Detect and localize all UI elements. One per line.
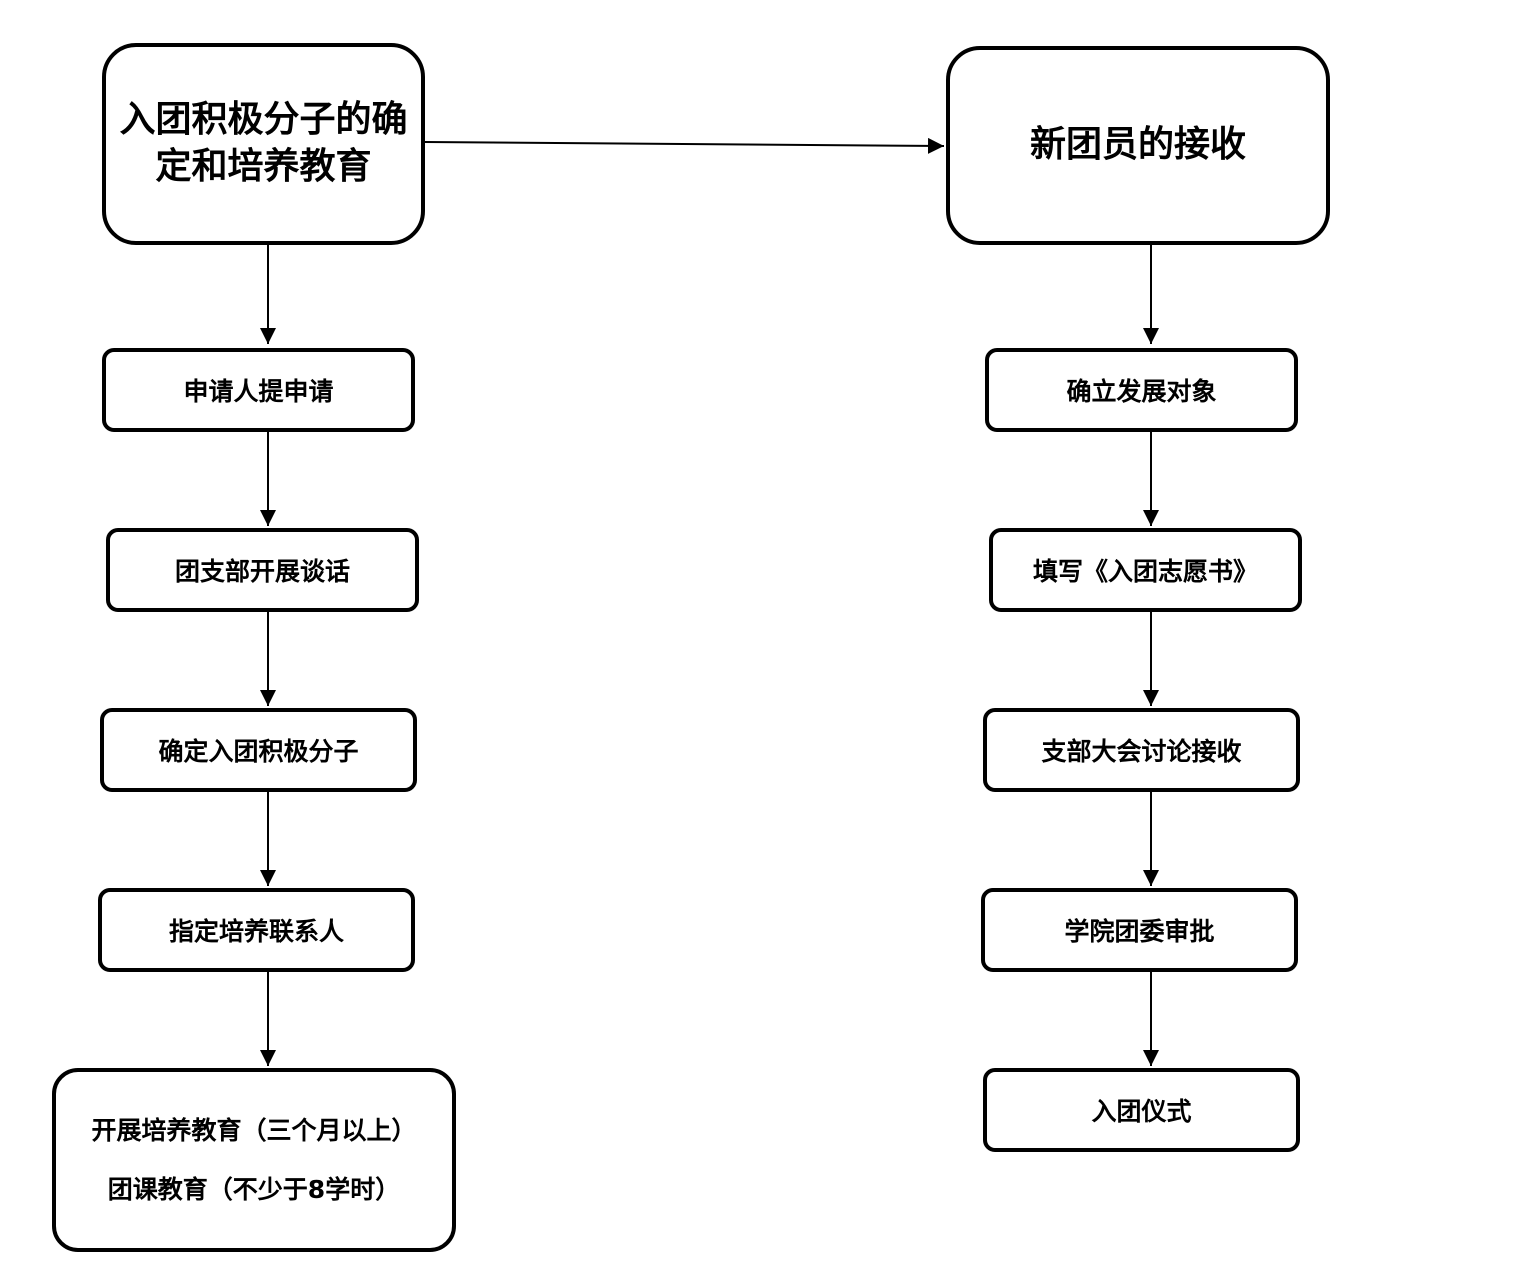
step-label-league-course: 团课教育（不少于8学时）: [107, 1175, 401, 1204]
step-label-training-period: 开展培养教育（三个月以上）: [91, 1116, 417, 1145]
step-label-submit-application: 申请人提申请: [183, 377, 334, 406]
stage-title-activist-training: 入团积极分子的确定和培养教育: [119, 99, 408, 187]
step-label-committee-approval: 学院团委审批: [1064, 917, 1215, 946]
step-label-branch-interview: 团支部开展谈话: [174, 557, 350, 586]
step-label-admission-ceremony: 入团仪式: [1091, 1097, 1192, 1126]
step-box-branch-meeting: 支部大会讨论接收: [983, 708, 1300, 792]
stage-title-new-member-admission: 新团员的接收: [1029, 124, 1246, 166]
step-label-application-form: 填写《入团志愿书》: [1032, 557, 1258, 586]
step-box-assign-contact: 指定培养联系人: [98, 888, 415, 972]
step-box-training-education: 开展培养教育（三个月以上） 团课教育（不少于8学时）: [52, 1068, 456, 1252]
step-box-confirm-activist: 确定入团积极分子: [100, 708, 417, 792]
arrow-stage-left-to-right: [424, 137, 945, 154]
step-label-development-target: 确立发展对象: [1066, 377, 1217, 406]
step-box-admission-ceremony: 入团仪式: [983, 1068, 1300, 1152]
step-label-branch-meeting: 支部大会讨论接收: [1041, 737, 1242, 766]
step-box-development-target: 确立发展对象: [985, 348, 1298, 432]
step-label-assign-contact: 指定培养联系人: [168, 917, 344, 946]
stage-box-new-member-admission: 新团员的接收: [946, 46, 1330, 245]
step-box-committee-approval: 学院团委审批: [981, 888, 1298, 972]
step-box-branch-interview: 团支部开展谈话: [106, 528, 419, 612]
step-label-confirm-activist: 确定入团积极分子: [158, 737, 359, 766]
step-box-application-form: 填写《入团志愿书》: [989, 528, 1302, 612]
step-box-submit-application: 申请人提申请: [102, 348, 415, 432]
stage-box-activist-training: 入团积极分子的确定和培养教育: [102, 43, 425, 245]
